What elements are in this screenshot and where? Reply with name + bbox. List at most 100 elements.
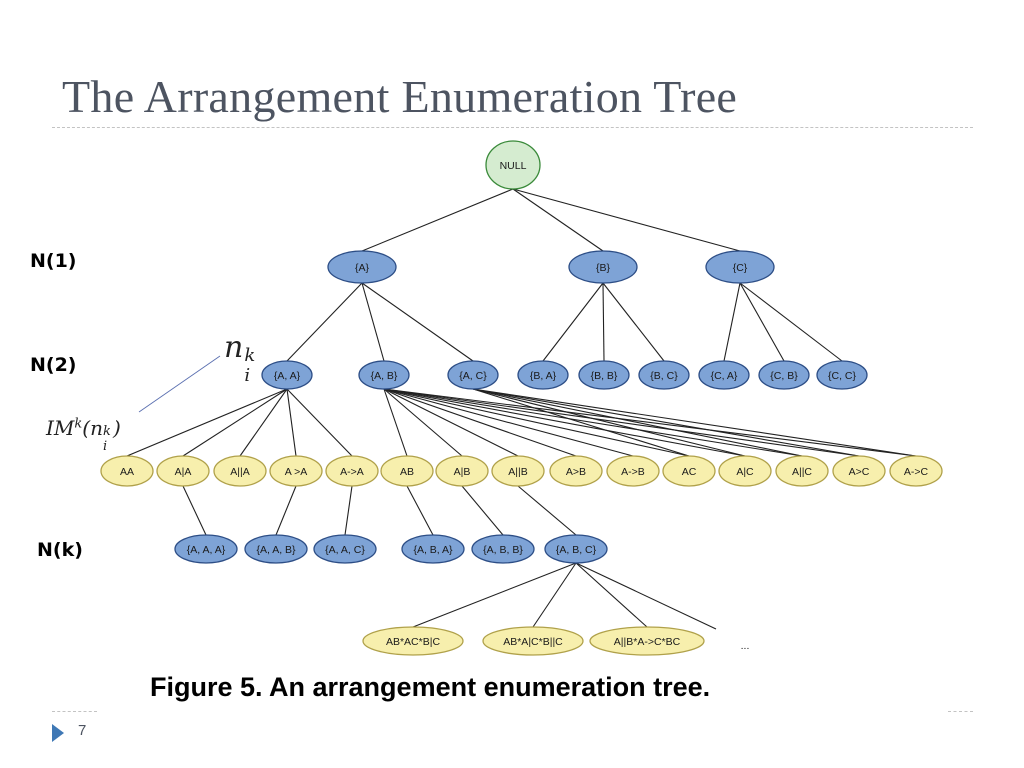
relation-node-11-shape [662, 455, 716, 487]
figure-caption: Figure 5. An arrangement enumeration tre… [150, 672, 711, 702]
node-lk-a-a-a-shape [174, 534, 238, 564]
node-l2-c-a: {C, A} [698, 360, 750, 390]
arrangement-node-3: A||B*A->C*BC [589, 626, 705, 656]
node-lk-a-b-a-label: {A, B, A} [413, 544, 453, 556]
relation-node-8-shape [491, 455, 545, 487]
node-l2-b-a-label: {B, A} [530, 370, 557, 382]
edge-ac-to-rel-11 [472, 388, 690, 457]
node-root: NULL [485, 140, 541, 190]
node-l2-a-b-shape [358, 360, 410, 390]
node-l1-a-shape [327, 250, 397, 284]
relation-node-13-label: A||C [792, 466, 812, 478]
arrangement-node-2-shape [482, 626, 584, 656]
annotation-pointer [138, 355, 221, 413]
edge-aa-to-rel-2 [182, 388, 288, 457]
edge-abc-to-bottom-1 [412, 562, 577, 628]
edge-abc-to-bottom-3 [575, 562, 648, 628]
relation-node-5: A->A [325, 455, 379, 487]
node-lk-a-b-b-shape [471, 534, 535, 564]
node-l1-b-label: {B} [596, 262, 611, 274]
edge-ab-to-rel-12 [383, 388, 746, 457]
relation-node-12: A|C [718, 455, 772, 487]
relation-node-4-label: A >A [285, 466, 307, 478]
edge-ab-to-rel-9 [383, 388, 577, 457]
node-l1-a: {A} [327, 250, 397, 284]
node-lk-a-a-c-shape [313, 534, 377, 564]
title-divider [52, 127, 973, 128]
relation-node-14-label: A>C [849, 466, 870, 478]
arrangement-node-1: AB*AC*B|C [362, 626, 464, 656]
node-l1-c: {C} [705, 250, 775, 284]
node-lk-a-b-c: {A, B, C} [544, 534, 608, 564]
relation-node-15: A->C [889, 455, 943, 487]
node-l2-c-b-label: {C, B} [770, 370, 798, 382]
relation-node-4-shape [269, 455, 323, 487]
node-lk-a-b-b-label: {A, B, B} [483, 544, 523, 556]
edge-abc-to-more [575, 562, 717, 630]
edge-rel-to-a-b-b [461, 485, 504, 536]
relation-node-11: AC [662, 455, 716, 487]
node-l2-a-c-shape [447, 360, 499, 390]
edge-rel-to-a-a-b [275, 485, 297, 536]
edge-abc-to-bottom-2 [532, 562, 577, 628]
node-l2-b-b: {B, B} [578, 360, 630, 390]
node-l2-b-a: {B, A} [517, 360, 569, 390]
node-lk-a-b-a-shape [401, 534, 465, 564]
node-l2-a-b: {A, B} [358, 360, 410, 390]
footer-divider-right [948, 711, 973, 712]
slide-title: The Arrangement Enumeration Tree [62, 71, 738, 122]
footer-divider-left [52, 711, 97, 712]
node-lk-a-a-b-label: {A, A, B} [256, 544, 296, 556]
node-l1-c-label: {C} [733, 262, 748, 274]
edge-rel-to-a-b-a [406, 485, 434, 536]
node-lk-a-b-a: {A, B, A} [401, 534, 465, 564]
relation-node-12-shape [718, 455, 772, 487]
edge-rel-to-a-a-c [344, 485, 353, 536]
relation-node-3: A||A [213, 455, 267, 487]
relation-node-2-label: A|A [175, 466, 192, 478]
relation-node-2: A|A [156, 455, 210, 487]
relation-node-10-label: A->B [621, 466, 645, 478]
relation-node-11-label: AC [682, 466, 697, 478]
level-label-n1: N(1) [30, 250, 77, 272]
relation-node-5-shape [325, 455, 379, 487]
relation-node-15-label: A->C [904, 466, 929, 478]
arrangement-node-1-shape [362, 626, 464, 656]
node-l2-a-b-label: {A, B} [371, 370, 398, 382]
edge-ac-to-rel-12 [472, 388, 746, 457]
tree-nodes: NULL{A}{B}{C}{A, A}{A, B}{A, C}{B, A}{B,… [100, 140, 943, 656]
node-l1-c-shape [705, 250, 775, 284]
relation-node-14: A>C [832, 455, 886, 487]
edge-ab-to-rel-13 [383, 388, 803, 457]
edge-ab-to-rel-8 [383, 388, 519, 457]
edge-to-c-b [739, 282, 785, 362]
edge-ac-to-rel-15 [472, 388, 917, 457]
node-l2-c-b: {C, B} [758, 360, 810, 390]
relation-node-13-shape [775, 455, 829, 487]
relation-node-3-shape [213, 455, 267, 487]
node-l1-a-label: {A} [355, 262, 370, 274]
relation-node-13: A||C [775, 455, 829, 487]
relation-node-6-label: AB [400, 466, 414, 478]
relation-node-6-shape [380, 455, 434, 487]
relation-node-9: A>B [549, 455, 603, 487]
edge-ab-to-rel-10 [383, 388, 634, 457]
arrangement-node-3-shape [589, 626, 705, 656]
node-l2-a-c-label: {A, C} [459, 370, 487, 382]
node-l2-c-b-shape [758, 360, 810, 390]
relation-node-1: AA [100, 455, 154, 487]
relation-node-7-label: A|B [454, 466, 471, 478]
node-l2-c-c: {C, C} [816, 360, 868, 390]
node-l2-c-c-label: {C, C} [828, 370, 857, 382]
node-l2-a-a-shape [261, 360, 313, 390]
edge-root-to-a [361, 188, 514, 252]
arrangement-node-2-label: AB*A|C*B||C [503, 636, 563, 648]
page-marker-icon [52, 724, 64, 742]
page-number: 7 [78, 722, 87, 739]
relation-node-6: AB [380, 455, 434, 487]
edge-ab-to-rel-7 [383, 388, 463, 457]
relation-node-10-shape [606, 455, 660, 487]
node-l2-c-a-label: {C, A} [711, 370, 738, 382]
node-lk-a-a-a-label: {A, A, A} [187, 544, 226, 556]
